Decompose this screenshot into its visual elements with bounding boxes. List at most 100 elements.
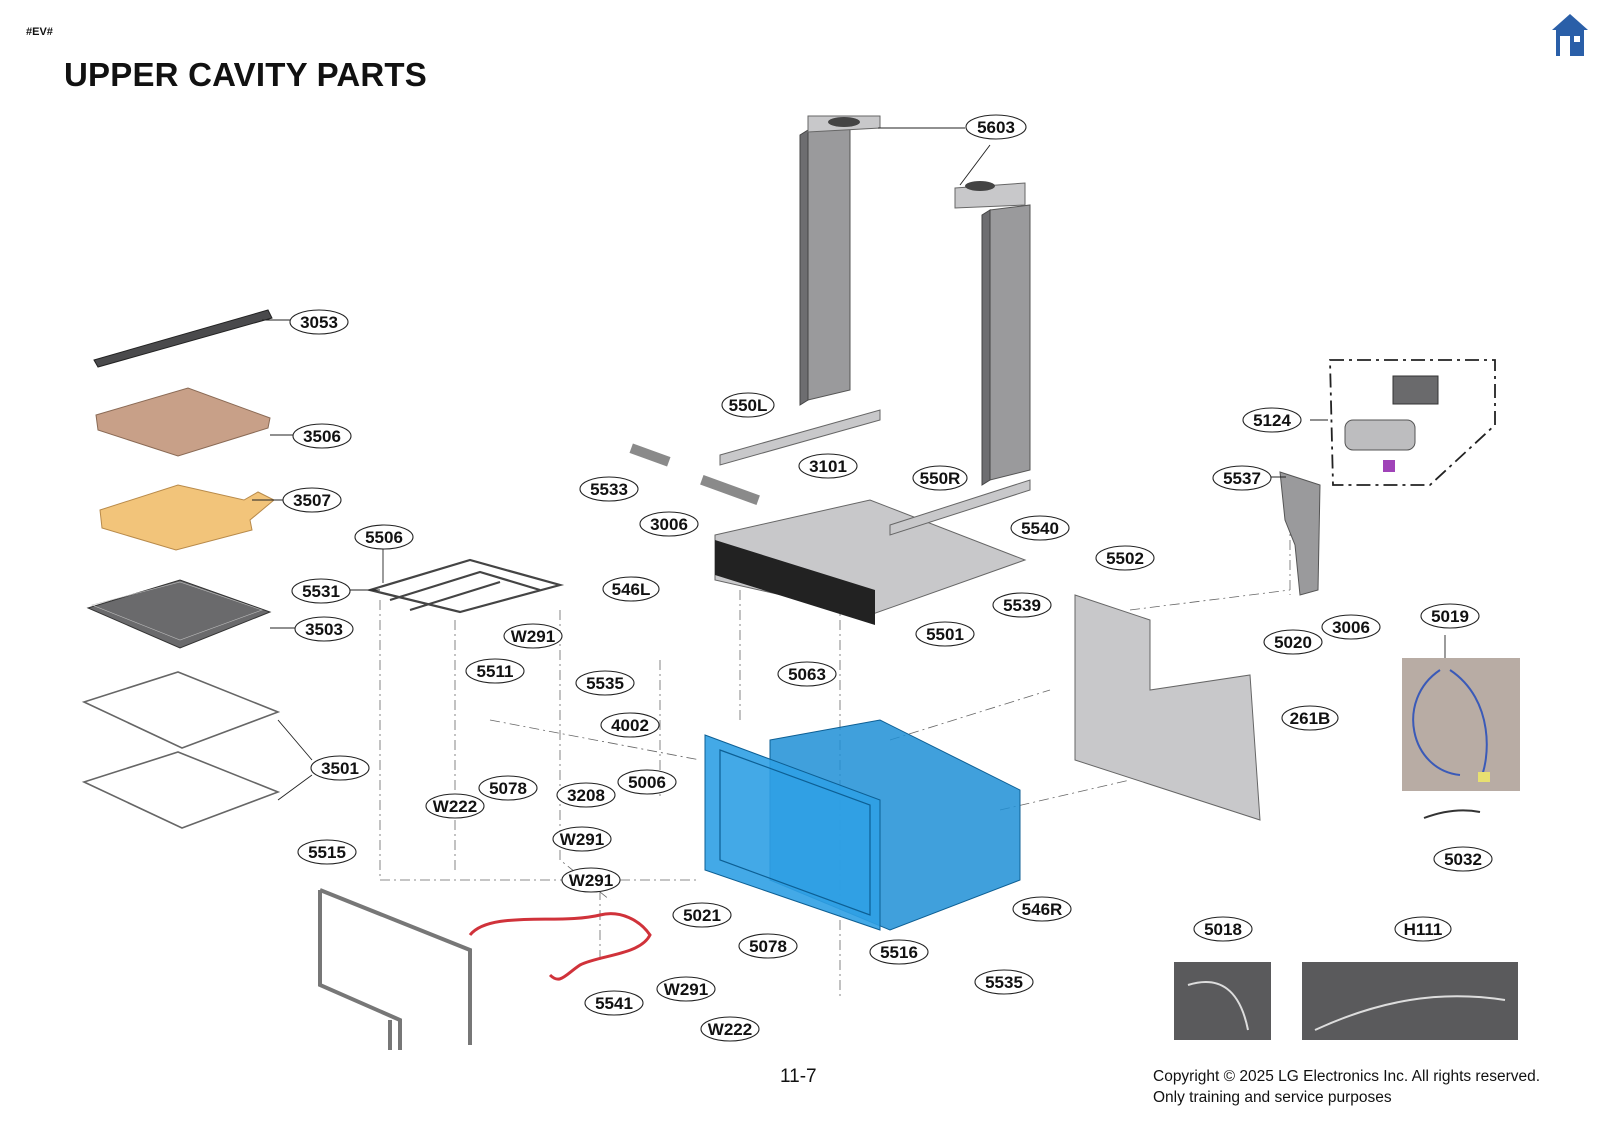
callout-5603[interactable]: 5603	[965, 114, 1027, 140]
callout-3053[interactable]: 3053	[289, 309, 349, 335]
svg-text:H111: H111	[1404, 920, 1443, 939]
svg-text:3208: 3208	[567, 786, 605, 805]
callout-3503[interactable]: 3503	[294, 616, 354, 642]
callout-bubbles: 5603 3053 3506 3507 5506 5531 3503 3501 …	[282, 114, 1493, 1042]
svg-text:5019: 5019	[1431, 607, 1469, 626]
svg-text:5006: 5006	[628, 773, 666, 792]
callout-3507[interactable]: 3507	[282, 487, 342, 513]
callout-5537[interactable]: 5537	[1212, 465, 1272, 491]
copyright-line-2: Only training and service purposes	[1153, 1089, 1392, 1106]
callout-5539[interactable]: 5539	[992, 592, 1052, 618]
callout-5506[interactable]: 5506	[354, 524, 414, 550]
callout-546L[interactable]: 546L	[602, 576, 660, 602]
broil-element	[365, 558, 565, 614]
callout-5124[interactable]: 5124	[1242, 407, 1302, 433]
callout-3501[interactable]: 3501	[310, 755, 370, 781]
svg-text:546L: 546L	[612, 580, 651, 599]
callout-5535-b[interactable]: 5535	[974, 969, 1034, 995]
callout-W291-c[interactable]: W291	[561, 867, 621, 893]
svg-text:3101: 3101	[809, 457, 847, 476]
callout-3006-a[interactable]: 3006	[639, 511, 699, 537]
callout-3208[interactable]: 3208	[556, 782, 616, 808]
svg-text:5063: 5063	[788, 665, 826, 684]
svg-text:5502: 5502	[1106, 549, 1144, 568]
svg-text:W222: W222	[708, 1020, 752, 1039]
top-plate	[629, 409, 1031, 625]
callout-5063[interactable]: 5063	[777, 661, 837, 687]
svg-text:W291: W291	[511, 627, 555, 646]
callout-3006-b[interactable]: 3006	[1321, 614, 1381, 640]
svg-text:5078: 5078	[489, 779, 527, 798]
callout-261B[interactable]: 261B	[1281, 705, 1339, 731]
svg-text:3506: 3506	[303, 427, 341, 446]
callout-5540[interactable]: 5540	[1010, 515, 1070, 541]
svg-text:5537: 5537	[1223, 469, 1261, 488]
callout-3101[interactable]: 3101	[798, 453, 858, 479]
callout-3506[interactable]: 3506	[292, 423, 352, 449]
svg-text:W291: W291	[569, 871, 613, 890]
callout-5078-b[interactable]: 5078	[738, 933, 798, 959]
svg-text:5516: 5516	[880, 943, 918, 962]
callout-W291-a[interactable]: W291	[503, 623, 563, 649]
page-title: UPPER CAVITY PARTS	[64, 56, 427, 93]
svg-text:5078: 5078	[749, 937, 787, 956]
callout-5078-a[interactable]: 5078	[478, 775, 538, 801]
svg-text:W291: W291	[664, 980, 708, 999]
callout-W222-a[interactable]: W222	[425, 793, 485, 819]
callout-W222-b[interactable]: W222	[700, 1016, 760, 1042]
home-icon[interactable]	[1550, 12, 1590, 58]
svg-text:3053: 3053	[300, 313, 338, 332]
callout-5018[interactable]: 5018	[1193, 916, 1253, 942]
callout-5021[interactable]: 5021	[672, 902, 732, 928]
svg-text:3507: 3507	[293, 491, 331, 510]
svg-text:W291: W291	[560, 830, 604, 849]
callout-leaders	[252, 127, 1446, 801]
svg-text:3006: 3006	[1332, 618, 1370, 637]
callout-5032[interactable]: 5032	[1433, 846, 1493, 872]
callout-5501[interactable]: 5501	[915, 621, 975, 647]
callout-4002[interactable]: 4002	[600, 712, 660, 738]
callout-5502[interactable]: 5502	[1095, 545, 1155, 571]
callout-5541[interactable]: 5541	[584, 990, 644, 1016]
assembly-guide-lines	[379, 480, 1291, 1000]
svg-text:5032: 5032	[1444, 850, 1482, 869]
fan-assembly	[1329, 359, 1496, 486]
page-number: 11-7	[780, 1066, 817, 1087]
callout-5531[interactable]: 5531	[291, 578, 351, 604]
copyright-notice: Copyright © 2025 LG Electronics Inc. All…	[1153, 1066, 1540, 1108]
callout-5006[interactable]: 5006	[617, 769, 677, 795]
callout-W291-b[interactable]: W291	[552, 826, 612, 852]
svg-text:5501: 5501	[926, 625, 964, 644]
side-duct	[1279, 471, 1321, 596]
svg-text:5541: 5541	[595, 994, 633, 1013]
callout-H111[interactable]: H111	[1394, 916, 1452, 942]
callout-5511[interactable]: 5511	[465, 658, 525, 684]
callout-5019[interactable]: 5019	[1420, 603, 1480, 629]
callout-550L[interactable]: 550L	[721, 392, 775, 418]
callout-550R[interactable]: 550R	[912, 465, 968, 491]
svg-text:5511: 5511	[477, 662, 514, 681]
callout-W291-d[interactable]: W291	[656, 976, 716, 1002]
callout-546R[interactable]: 546R	[1012, 896, 1072, 922]
svg-text:550L: 550L	[729, 396, 768, 415]
svg-text:5535: 5535	[985, 973, 1023, 992]
svg-text:5018: 5018	[1204, 920, 1242, 939]
svg-text:5124: 5124	[1253, 411, 1291, 430]
svg-text:3503: 3503	[305, 620, 343, 639]
svg-text:W222: W222	[433, 797, 477, 816]
svg-text:5539: 5539	[1003, 596, 1041, 615]
copyright-line-1: Copyright © 2025 LG Electronics Inc. All…	[1153, 1068, 1541, 1085]
callout-5020[interactable]: 5020	[1263, 629, 1323, 655]
back-panel	[1074, 594, 1261, 821]
svg-text:5603: 5603	[977, 118, 1015, 137]
callout-5533[interactable]: 5533	[579, 476, 639, 502]
svg-text:5506: 5506	[365, 528, 403, 547]
svg-text:546R: 546R	[1022, 900, 1063, 919]
callout-5535-a[interactable]: 5535	[575, 670, 635, 696]
callout-5515[interactable]: 5515	[297, 839, 357, 865]
callout-5516[interactable]: 5516	[869, 939, 929, 965]
svg-text:5533: 5533	[590, 480, 628, 499]
svg-text:261B: 261B	[1290, 709, 1331, 728]
svg-text:3501: 3501	[321, 759, 359, 778]
svg-text:550R: 550R	[920, 469, 961, 488]
